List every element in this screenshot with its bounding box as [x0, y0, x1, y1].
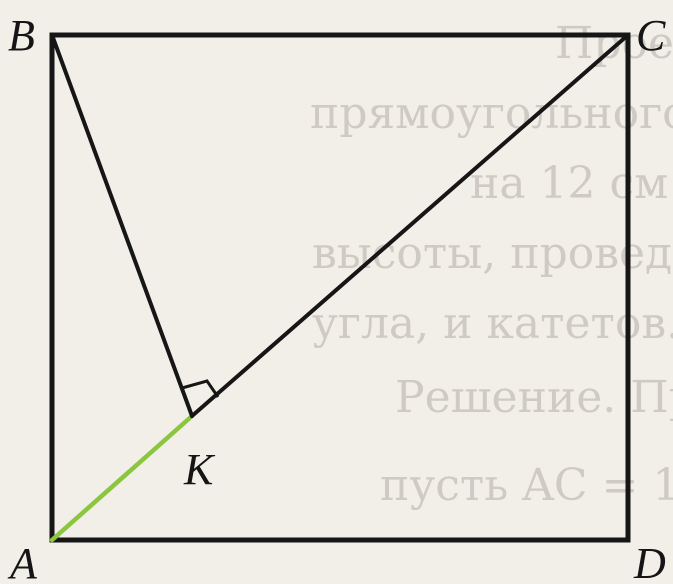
bg-line-3: на 12 см и 3 см. Вычислите	[470, 158, 673, 209]
vertex-label-k: K	[183, 445, 216, 494]
segment-kc	[190, 33, 630, 418]
bg-line-6: Решение. Проведем в	[395, 372, 673, 423]
vertex-label-b: B	[8, 11, 35, 60]
vertex-label-c: C	[636, 11, 666, 60]
bg-line-5: угла, и катетов.	[312, 298, 673, 349]
segment-bk	[50, 33, 194, 418]
bg-line-1: Проекция катетов на гипотенузу	[555, 18, 673, 69]
segment-ak	[49, 413, 195, 543]
vertex-label-d: D	[633, 539, 666, 584]
bg-line-4: высоты, проведенной из вершины	[312, 228, 673, 279]
bg-line-2: прямоугольного треугольника	[310, 88, 673, 139]
bg-line-7: пусть AC = 12 см, тогда	[380, 460, 673, 511]
vertex-label-a: A	[7, 539, 38, 584]
right-angle-mark	[181, 379, 220, 398]
